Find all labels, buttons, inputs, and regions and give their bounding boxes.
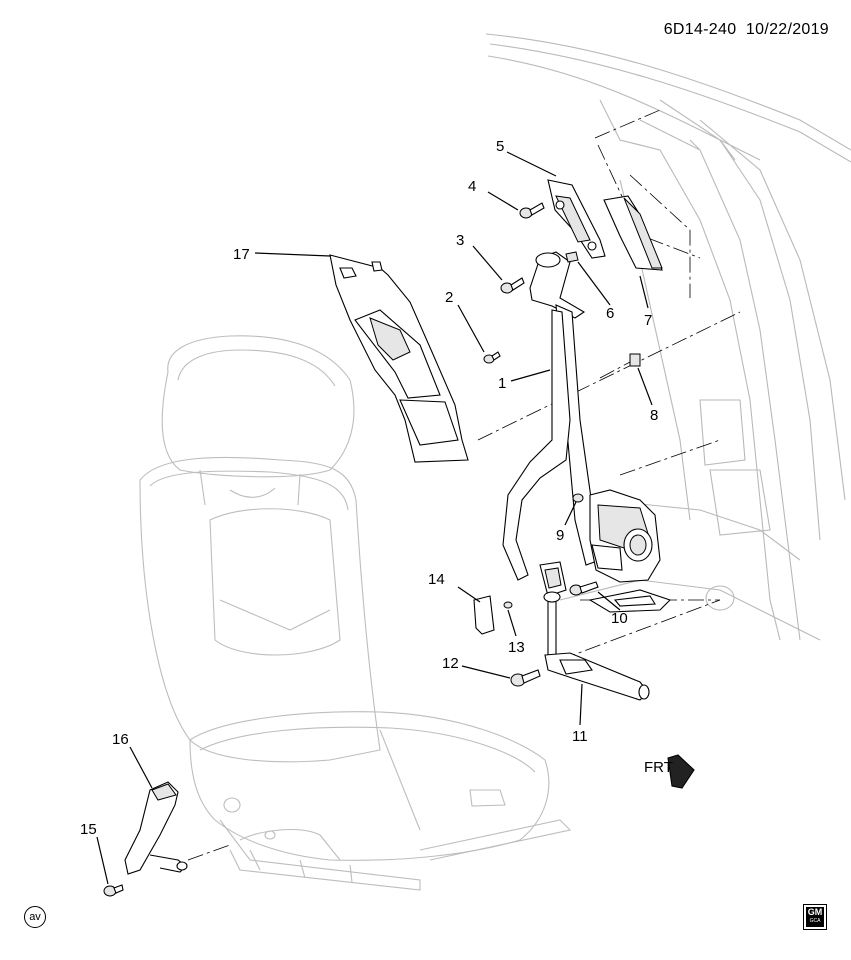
anchor-cover	[473, 595, 495, 635]
callout-10: 10	[611, 610, 628, 627]
nut-9	[572, 493, 584, 503]
callout-2: 2	[445, 289, 453, 306]
callout-14: 14	[428, 571, 445, 588]
diagram-header: 6D14-240 10/22/2019	[664, 21, 829, 39]
lap-anchor-bar	[544, 652, 650, 701]
seat-belt-webbing	[502, 251, 601, 581]
callout-11: 11	[572, 728, 588, 745]
callout-leaders	[96, 151, 653, 885]
callout-8: 8	[650, 407, 658, 424]
clip-6	[565, 251, 579, 263]
front-label: FRT	[644, 759, 673, 776]
callout-7: 7	[644, 312, 652, 329]
retainer-clip	[629, 353, 641, 367]
callout-9: 9	[556, 527, 564, 544]
pillar-trim-panel	[329, 254, 469, 463]
vehicle-body-outline	[485, 33, 851, 641]
callout-4: 4	[468, 178, 476, 195]
gm-logo: GM GCA	[803, 904, 827, 930]
floor-bracket	[588, 589, 672, 613]
front-seat-outline	[139, 335, 572, 891]
bolt-13	[503, 601, 513, 609]
front-direction-arrow: FRT	[644, 754, 695, 789]
callout-1: 1	[498, 375, 506, 392]
gm-logo-sub: GCA	[809, 918, 821, 924]
callout-17: 17	[233, 246, 250, 263]
seat-belt-retractor	[589, 489, 661, 583]
gm-logo-text: GM	[807, 907, 823, 917]
height-adjuster	[547, 179, 606, 259]
callout-3: 3	[456, 232, 464, 249]
callout-12: 12	[442, 655, 459, 672]
pillar-trim-strip	[603, 195, 663, 271]
fasteners	[103, 202, 599, 897]
callout-6: 6	[606, 305, 614, 322]
callout-15: 15	[80, 821, 97, 838]
callout-16: 16	[112, 731, 129, 748]
av-mark: av	[24, 906, 46, 928]
callout-numbers: 5 4 3 2 17 1 6 7 8 9 10 14 13 12 11 16 1…	[80, 138, 658, 838]
assembly-lines	[187, 109, 741, 861]
callout-13: 13	[508, 639, 525, 656]
diagram-date: 10/22/2019	[745, 21, 829, 38]
diagram-code: 6D14-240	[663, 21, 737, 38]
belt-anchor-bracket	[539, 561, 567, 656]
callout-5: 5	[496, 138, 504, 155]
seat-belt-buckle	[124, 781, 188, 875]
